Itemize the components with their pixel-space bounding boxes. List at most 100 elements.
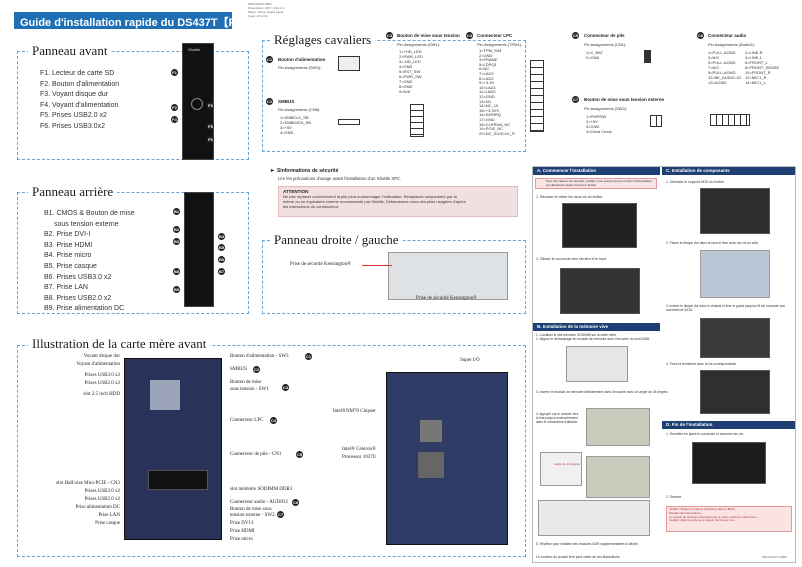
front-item: F1. Lecteur de carte SD — [40, 70, 115, 77]
label-sodimm: slot mémoire SODIMM DDR3 — [230, 487, 293, 492]
board-marker-c1: C1 — [305, 353, 312, 360]
label-hdd-slot: slot 2.5 inch HDD — [83, 392, 120, 397]
c7-pin: 3=GND — [586, 124, 600, 129]
step-b1b-line: 2. Aligner le détrompage du module de mé… — [536, 337, 651, 341]
power-button-icon — [191, 98, 203, 110]
back-item: B5. Prise casque — [44, 262, 97, 270]
attention-line: Ne pas replacer correctement la pile peu… — [283, 194, 457, 199]
front-panel-list: F1. Lecteur de carte SD F2. Bouton d'ali… — [40, 69, 119, 132]
marker-c2: C2 — [266, 98, 273, 105]
c4-pin: 16=SERIRQ — [479, 112, 502, 118]
back-panel-title: Panneau arrière — [28, 184, 118, 200]
board-marker-c5: C5 — [296, 451, 303, 458]
marker-f5: F5 — [207, 123, 214, 130]
c4-sub: Pin Assignments (TPM1): — [477, 42, 523, 47]
c7-title: Bouton de mise sous tension externe — [584, 97, 665, 102]
step-d2: 2. Terminé — [666, 495, 682, 499]
label-mic: Prise micro — [230, 537, 253, 542]
c4-pin: 10=LAD1 — [479, 84, 496, 90]
c4-pin: 18=CLKRUN_NC — [479, 121, 511, 127]
front-item: F5. Prises USB2.0 x2 — [40, 112, 107, 119]
c5-sub: Pin Assignments (CN1): — [584, 42, 627, 47]
front-panel-title: Panneau avant — [28, 43, 112, 59]
step-c1: 1. Dévisser le support HDD du boîtier. — [666, 180, 725, 184]
c6-pins-right: 2=LINE-R 4=LINE-L 6=FRONT_L 8=FRONT_SENS… — [745, 50, 779, 85]
step-a1-image — [562, 203, 637, 248]
c3-pin: 6=PWR_SW — [399, 74, 422, 79]
marker-b9: B9 — [173, 286, 180, 293]
attention-title: ATTENTION — [283, 189, 309, 194]
c2-pin: 3=+5V — [280, 125, 292, 130]
back-chassis-image — [184, 192, 214, 307]
c6-pin: 10=FRONT_R — [745, 70, 771, 75]
front-item: F3. Voyant disque dur — [40, 91, 109, 98]
board-marker-c6: C6 — [292, 499, 299, 506]
step-c2: 2. Placer le disque dur dans la rack et … — [666, 241, 759, 245]
step-a2-image — [560, 268, 640, 314]
attention-line: même ou un équivalent comme recommandé p… — [283, 199, 466, 204]
c4-pin: 5=LDRQ1 — [479, 61, 497, 67]
marker-c6: C6 — [697, 32, 704, 39]
c5-pin-header — [644, 50, 651, 63]
step-b5-image — [538, 500, 650, 536]
c1-sub: Pin Assignments (SW3): — [278, 65, 322, 70]
c5-title: Connecteur de pile — [584, 33, 625, 38]
marker-f1: F1 — [171, 69, 178, 76]
back-item: B3. Prise HDMI — [44, 241, 93, 249]
c4-pin: 2=GND — [479, 52, 493, 58]
c7-sub: Pin Assignments (SW2): — [584, 106, 628, 111]
board-left-labels-lower: slot Half-size Mini-PCIE - CN3 Prises US… — [20, 480, 120, 528]
board-marker-c2: C2 — [253, 366, 260, 373]
marker-b6: B6 — [218, 256, 225, 263]
footer-note: Le contenu du produit livré peut varier … — [536, 555, 621, 559]
guide-title-banner: Guide d'installation rapide du DS437T【Fr… — [14, 12, 285, 29]
label-usb2-rear: Prises USB2.0 x2 — [84, 497, 120, 502]
label-smbus: SMBUS — [230, 367, 247, 372]
c7-pin: 1=PWRSW — [586, 114, 607, 119]
front-item: F4. Voyant d'alimentation — [40, 101, 119, 109]
c2-sub: Pin Assignments (CN8): — [278, 107, 321, 112]
sodimm-slot — [148, 470, 208, 490]
c4-pin: 13=NC — [479, 98, 492, 104]
step-a-warning: Pour des raisons de sécurité, veuillez v… — [535, 178, 657, 189]
notes-box: Veuillez charger les valeurs optimisées … — [666, 506, 792, 532]
c4-pin: 17=GND — [479, 116, 495, 122]
label-cpu-b: Processor 1037U — [342, 455, 377, 460]
c5-pins: 1=V_BAT 2=GND — [586, 50, 603, 60]
back-item: sous tension externe — [54, 220, 119, 228]
marker-f4: F4 — [171, 116, 178, 123]
marker-c5: C5 — [572, 32, 579, 39]
c4-pin: 3=FRAME — [479, 57, 498, 63]
marker-c4: C4 — [466, 32, 473, 39]
board-section — [17, 345, 526, 557]
label-sw3: Bouton d'alimentation - SW3 — [230, 354, 289, 359]
label-hdmi: Prise HDMI — [230, 529, 255, 534]
c4-pin: 20=NC_SUSCLK_R — [479, 130, 515, 136]
c3-pin: 1=+HD_LED — [399, 49, 422, 54]
board-back-image — [386, 372, 508, 545]
c4-pins: 1=TPM_SIM 2=GND 3=FRAME 5=LDRQ1 6=NC 7=L… — [479, 48, 515, 136]
step-c-header: C. Installation de composants — [662, 167, 795, 175]
step-b1-line: 1. Localiser le slot mémoire SODIMM sur … — [536, 333, 618, 337]
label-usb3-rear: Prises USB3.0 x2 — [84, 489, 120, 494]
c4-pin: 15=+3.3VS — [479, 107, 500, 113]
note-line: Pendant des informations... — [669, 510, 704, 515]
marker-b4: B4 — [218, 233, 225, 240]
label-lpc: Connecteur LPC — [230, 418, 264, 423]
c5-pin: 2=GND — [586, 55, 600, 60]
back-panel-list: B1. CMOS & Bouton de mise sous tension e… — [44, 209, 135, 315]
front-panel-section — [17, 51, 249, 160]
label-sw2-b: tension externe - SW2 — [230, 513, 275, 518]
label-chipset: Intel®NM70 Chipset — [333, 409, 376, 414]
step-c1-image — [700, 188, 770, 234]
c4-pin: 6=NC — [479, 66, 490, 72]
safety-title-text: Sinformations de sécurité — [276, 168, 339, 174]
c4-pin: 11=LAD0 — [479, 89, 496, 95]
label-dc-in: Prise alimentation DC — [75, 505, 120, 510]
attention-line: les instructions du constructeur. — [283, 204, 340, 209]
note-line: Veuillez charger les valeurs optimisées … — [669, 507, 736, 511]
c3-pin: 9=N/A — [399, 89, 411, 94]
step-b4-image — [586, 456, 650, 498]
label-lan: Prise LAN — [98, 513, 120, 518]
marker-b8: B8 — [173, 268, 180, 275]
